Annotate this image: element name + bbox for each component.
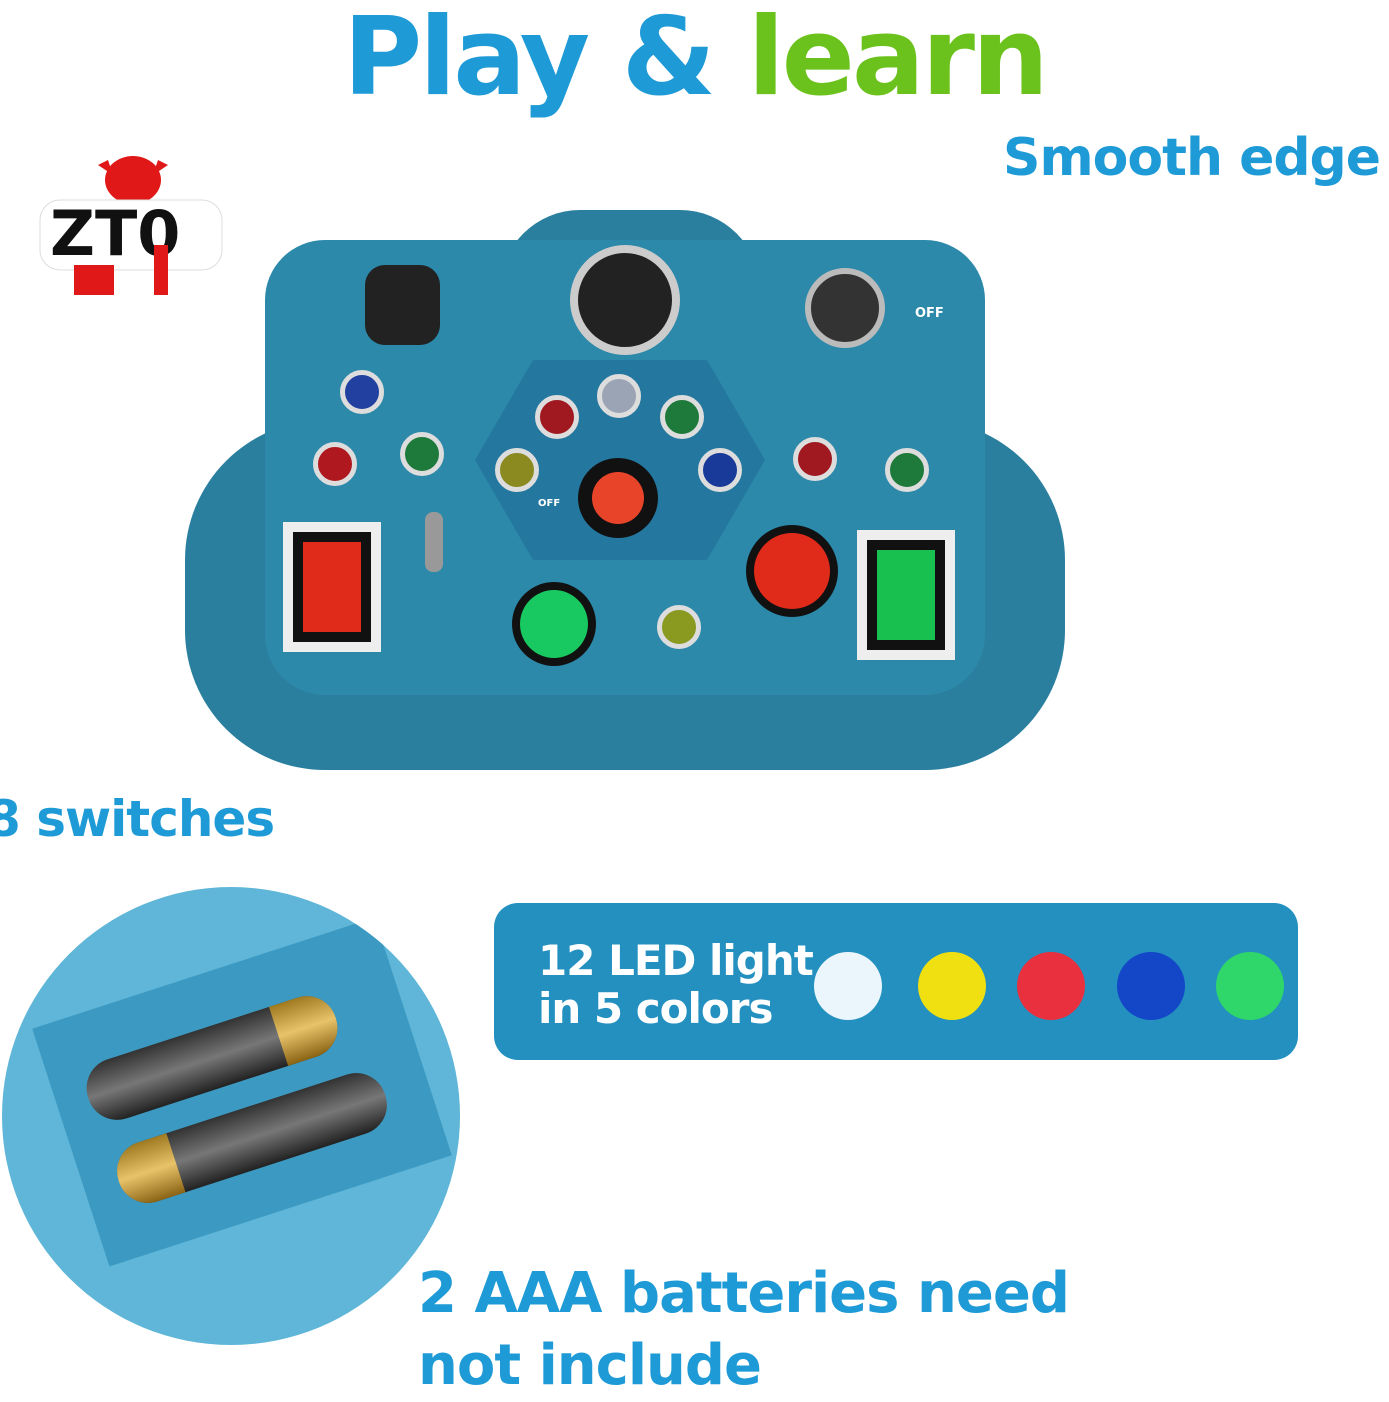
color-swatch-green xyxy=(1216,952,1284,1020)
rocker-switch-green[interactable] xyxy=(857,530,955,660)
led-blue xyxy=(698,448,742,492)
battery-compartment-photo xyxy=(2,887,460,1345)
led-colors-banner: 12 LED light in 5 colors xyxy=(494,903,1298,1060)
led-green xyxy=(400,432,444,476)
key-lock[interactable] xyxy=(805,268,885,348)
color-swatch-blue xyxy=(1117,952,1185,1020)
knob-off-label: OFF xyxy=(538,498,561,509)
color-swatch-yellow xyxy=(918,952,986,1020)
led-yellow xyxy=(495,448,539,492)
rotary-knob[interactable] xyxy=(578,458,658,538)
switches-label: 8 switches xyxy=(0,790,275,848)
led-white xyxy=(597,374,641,418)
toggle-switch[interactable] xyxy=(425,512,443,572)
color-swatch-red xyxy=(1017,952,1085,1020)
led-red xyxy=(535,395,579,439)
batteries-line-1: 2 AAA batteries need xyxy=(418,1261,1070,1326)
compass-icon xyxy=(570,245,680,355)
led-line-1: 12 LED light xyxy=(538,936,814,985)
led-green xyxy=(885,448,929,492)
headline-play: Play & xyxy=(343,0,716,120)
led-red xyxy=(793,437,837,481)
led-blue xyxy=(340,370,384,414)
led-yellow xyxy=(657,605,701,649)
smooth-edge-label: Smooth edge xyxy=(1003,128,1381,188)
headline-learn: learn xyxy=(747,0,1049,120)
led-description: 12 LED light in 5 colors xyxy=(538,936,814,1033)
color-swatch-white xyxy=(814,952,882,1020)
led-red xyxy=(313,442,357,486)
key-off-label: OFF xyxy=(915,306,944,321)
batteries-note: 2 AAA batteries need not include xyxy=(418,1258,1070,1402)
brand-logo: ZT0 xyxy=(38,150,228,300)
power-plug xyxy=(365,265,440,345)
led-green xyxy=(660,395,704,439)
rocker-switch-red[interactable] xyxy=(283,522,381,652)
headline: Play & learn xyxy=(0,0,1389,120)
batteries-line-2: not include xyxy=(418,1333,762,1398)
push-button-red[interactable] xyxy=(746,525,838,617)
push-button-green[interactable] xyxy=(512,582,596,666)
led-line-2: in 5 colors xyxy=(538,984,773,1033)
